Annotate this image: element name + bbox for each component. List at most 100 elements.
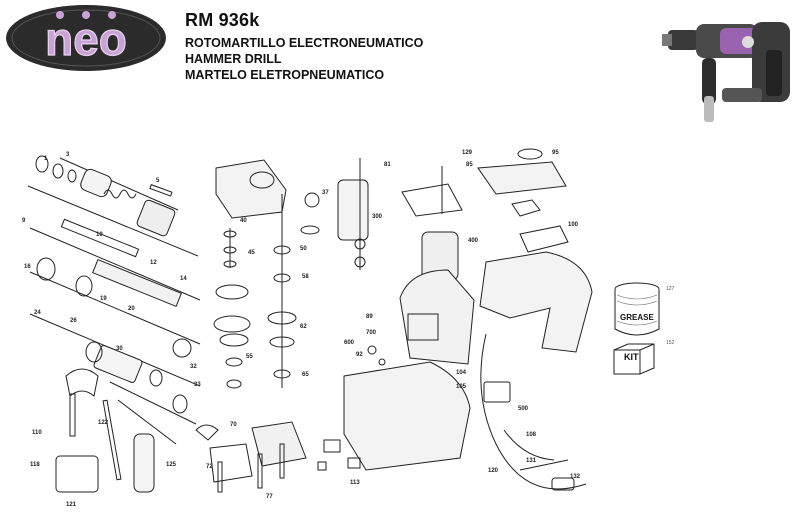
- spring-part: [103, 189, 137, 199]
- exploded-parts-diagram: 1 3 5 9 10 12 14 16 19 20 24 26 30 32 33…: [22, 148, 593, 508]
- part-number: 77: [266, 494, 273, 500]
- gear-part: [269, 336, 295, 348]
- part-number: 58: [302, 274, 309, 280]
- part-number: 95: [552, 150, 559, 156]
- ring-part: [75, 275, 93, 297]
- power-cable: [480, 333, 587, 490]
- baffle-part: [401, 183, 463, 217]
- guide-line: [59, 157, 179, 211]
- part-number: 89: [366, 314, 373, 320]
- lock-lever: [195, 424, 219, 441]
- part-number: 70: [230, 422, 237, 428]
- cylinder-part: [92, 259, 182, 307]
- part-number: 131: [526, 458, 537, 464]
- gear-part: [225, 357, 243, 367]
- part-number: 600: [344, 340, 355, 346]
- svg-text:neo: neo: [45, 13, 127, 65]
- spring-clip: [317, 461, 327, 471]
- title-portuguese: MARTELO ELETROPNEUMATICO: [185, 68, 385, 82]
- part-number: 19: [100, 296, 107, 302]
- part-number: 132: [570, 474, 581, 480]
- guide-line: [29, 271, 201, 345]
- piston-part: [93, 345, 143, 383]
- part-number: 20: [128, 306, 135, 312]
- kit-box-icon: [613, 343, 655, 375]
- armature: [337, 179, 369, 241]
- part-number: 300: [372, 214, 383, 220]
- part-number: 121: [66, 502, 77, 508]
- part-number: 3: [66, 152, 70, 158]
- part-number: 65: [302, 372, 309, 378]
- part-number: 45: [248, 250, 255, 256]
- part-number: 100: [568, 222, 579, 228]
- guide-line: [109, 381, 197, 425]
- gear-part: [226, 379, 242, 389]
- grease-label: GREASE: [620, 313, 654, 322]
- power-cable: [503, 429, 555, 461]
- gear-housing: [215, 159, 287, 219]
- part-number: 500: [518, 406, 529, 412]
- gearbox-base: [251, 421, 307, 467]
- depth-gauge: [102, 399, 122, 481]
- lever-part: [517, 148, 543, 160]
- ring-part: [149, 369, 163, 387]
- part-number: 1: [44, 156, 48, 162]
- part-number: 55: [246, 354, 253, 360]
- screw-part: [367, 345, 377, 355]
- ring-part: [35, 155, 49, 173]
- part-number: 85: [466, 162, 473, 168]
- side-handle-rod: [69, 393, 76, 437]
- depth-rod: [117, 399, 177, 445]
- part-number: 24: [34, 310, 41, 316]
- ring-part: [52, 163, 64, 179]
- screw-rod: [257, 453, 263, 489]
- switch-block: [483, 381, 511, 403]
- kit-label: KIT: [624, 352, 639, 362]
- bolt-part: [149, 184, 173, 197]
- part-number: 10: [96, 232, 103, 238]
- plug: [551, 477, 575, 491]
- cable-strain-relief: [519, 459, 569, 471]
- guide-line: [29, 227, 201, 301]
- part-number: 129: [462, 150, 473, 156]
- spindle-part: [60, 218, 140, 258]
- part-number: 32: [190, 364, 197, 370]
- washer-part: [223, 246, 237, 254]
- auxiliary-handle: [133, 433, 155, 493]
- housing-port: [249, 171, 275, 189]
- part-number: 72: [206, 464, 213, 470]
- grease-tub-icon: [614, 282, 660, 336]
- carbon-brush: [323, 439, 341, 453]
- part-number: 30: [116, 346, 123, 352]
- part-number: 40: [240, 218, 247, 224]
- neo-logo: neo: [6, 5, 166, 71]
- bearing-part: [273, 369, 291, 379]
- gear-part: [172, 338, 192, 358]
- part-number: 120: [488, 468, 499, 474]
- screw-rod: [279, 443, 285, 479]
- screw-part: [378, 358, 386, 366]
- part-number: 37: [322, 190, 329, 196]
- motor-housing: [399, 269, 475, 365]
- bearing-part: [354, 238, 366, 250]
- bearing-part: [273, 273, 291, 283]
- brush-holder: [519, 225, 569, 253]
- part-number: 33: [194, 382, 201, 388]
- gear-part: [219, 333, 249, 347]
- part-number: 104: [456, 370, 467, 376]
- ring-part: [172, 394, 188, 414]
- ring-part: [85, 341, 103, 363]
- washer-part: [223, 230, 237, 238]
- part-number: 400: [468, 238, 479, 244]
- top-cover: [477, 161, 567, 195]
- part-number: 125: [166, 462, 177, 468]
- gear-part: [215, 284, 249, 300]
- part-number: 122: [98, 420, 109, 426]
- cap-part: [304, 192, 320, 208]
- part-number: 110: [32, 430, 42, 436]
- part-number: 92: [356, 352, 363, 358]
- gear-part: [267, 311, 297, 325]
- part-number: 105: [456, 384, 467, 390]
- guide-line: [27, 185, 199, 257]
- title-english: HAMMER DRILL: [185, 52, 282, 66]
